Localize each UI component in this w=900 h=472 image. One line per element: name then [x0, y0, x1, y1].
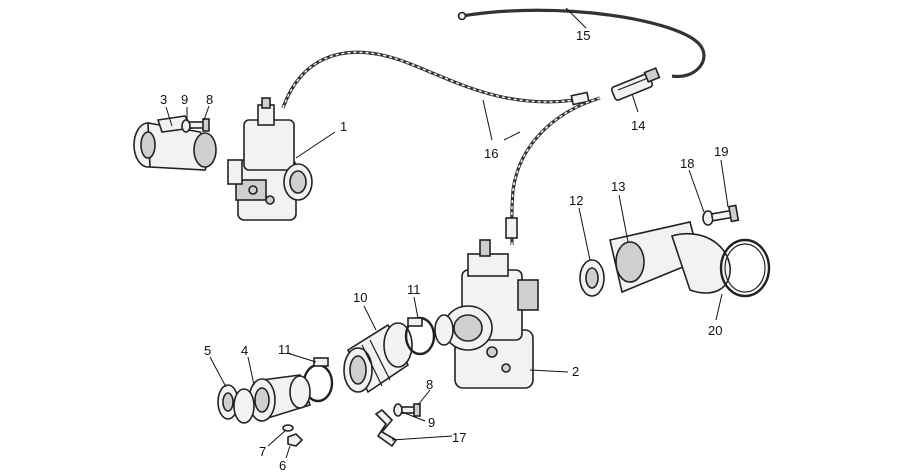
washer-7: [282, 424, 294, 432]
spacer-ring-12: [579, 259, 605, 297]
callout-10: 10: [353, 290, 367, 305]
gasket-5: [217, 384, 255, 424]
callout-11-right: 11: [407, 282, 421, 297]
cable-adjuster-14: [610, 67, 661, 101]
washer-9-bottom: [393, 403, 403, 417]
callout-12: 12: [569, 193, 583, 208]
washer-18: [702, 210, 714, 226]
callout-9-bottom: 9: [428, 415, 435, 430]
hose-clamp-11-right: [404, 316, 436, 356]
callout-15: 15: [576, 28, 590, 43]
callout-17: 17: [452, 430, 466, 445]
callout-7: 7: [259, 444, 266, 459]
carburetor-1: [227, 97, 313, 221]
intake-manifold-4: [248, 374, 312, 422]
choke-cable-16-upper: [281, 50, 590, 109]
throttle-cable-15: [457, 8, 706, 79]
washer-9-top: [181, 119, 191, 133]
callout-11-left: 11: [278, 342, 292, 357]
bolt-8-top: [187, 118, 210, 132]
callout-19: 19: [714, 144, 728, 159]
callout-20: 20: [708, 323, 722, 338]
leader-lines: [165, 7, 729, 459]
callout-18: 18: [680, 156, 694, 171]
callout-8-top: 8: [206, 92, 213, 107]
callout-6: 6: [279, 458, 286, 472]
hose-10: [343, 322, 413, 394]
callout-4: 4: [241, 343, 248, 358]
bolt-19: [710, 204, 740, 223]
callout-13: 13: [611, 179, 625, 194]
callout-14: 14: [631, 118, 645, 133]
carburetor-2: [434, 239, 539, 389]
callout-2: 2: [572, 364, 579, 379]
callout-5: 5: [204, 343, 211, 358]
nut-6: [287, 433, 304, 447]
intake-manifold-3: [133, 115, 217, 171]
callout-1: 1: [340, 119, 347, 134]
choke-cable-16-lower: [505, 96, 601, 246]
bracket-17: [374, 408, 398, 448]
intake-flange-13: [609, 221, 731, 294]
callout-3: 3: [160, 92, 167, 107]
hose-clamp-20: [719, 238, 771, 298]
callout-9-top: 9: [181, 92, 188, 107]
callout-8-bottom: 8: [426, 377, 433, 392]
callout-16: 16: [484, 146, 498, 161]
